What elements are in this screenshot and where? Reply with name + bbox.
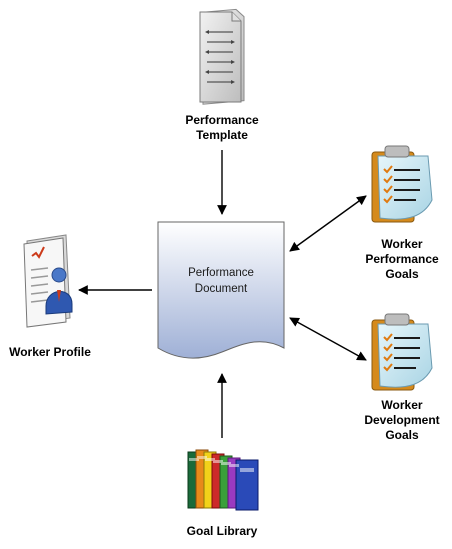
label-line: Performance — [365, 252, 439, 266]
document-pages-icon — [199, 8, 245, 105]
label-line: Template — [196, 128, 248, 142]
performance-document-shape — [157, 221, 285, 359]
books-icon — [187, 449, 259, 511]
label-line: Goal Library — [186, 524, 258, 538]
label-line: Worker — [381, 398, 423, 412]
worker-development-goals-label: Worker Development Goals — [352, 398, 452, 443]
label-line: Worker Profile — [9, 345, 91, 359]
label-line: Worker — [381, 237, 423, 251]
label-line: Document — [194, 283, 248, 295]
arrow-document-to-performance-goals — [289, 195, 367, 252]
performance-document-label: Performance Document — [160, 265, 282, 297]
performance-template-label: Performance Template — [162, 113, 282, 143]
clipboard-checklist-icon — [371, 313, 433, 391]
worker-performance-goals-label: Worker Performance Goals — [352, 237, 452, 282]
profile-card-icon — [23, 234, 73, 328]
label-line: Development — [364, 413, 440, 427]
worker-profile-label: Worker Profile — [0, 345, 100, 360]
label-line: Performance — [185, 113, 259, 127]
label-line: Performance — [188, 267, 254, 279]
label-line: Goals — [385, 267, 419, 281]
clipboard-checklist-icon — [371, 145, 433, 223]
goal-library-label: Goal Library — [167, 524, 277, 539]
arrow-document-to-development-goals — [289, 317, 367, 361]
label-line: Goals — [385, 428, 419, 442]
